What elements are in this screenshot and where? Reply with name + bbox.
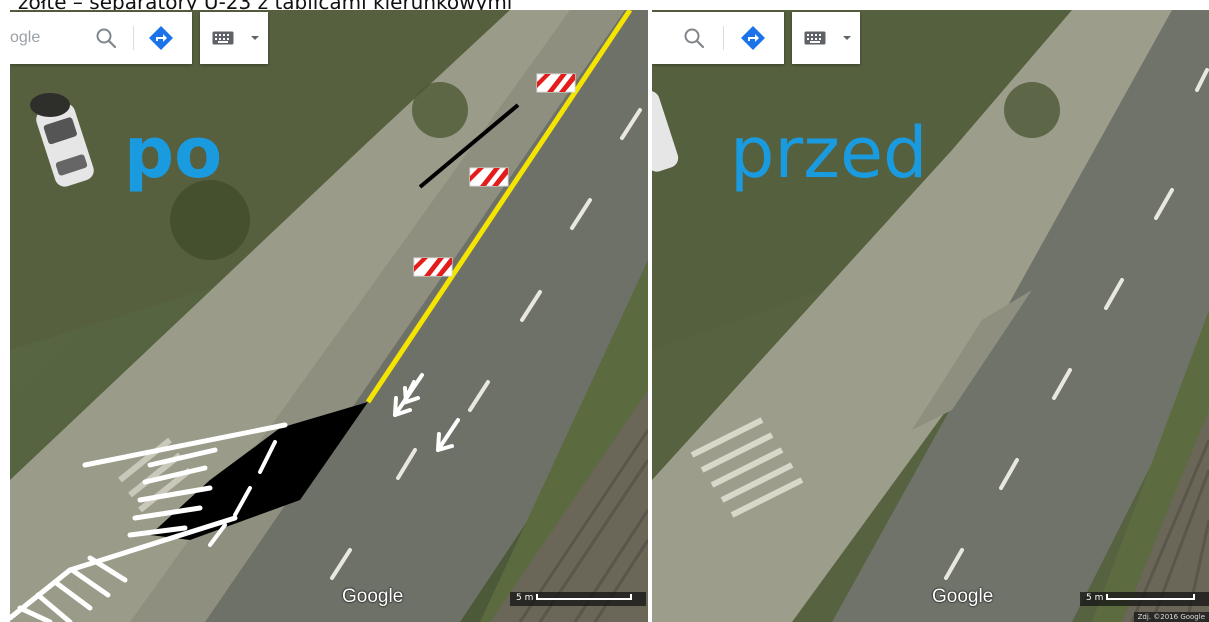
input-tools-dropdown[interactable] [836,12,858,64]
search-button[interactable] [86,12,126,64]
image-caption: żółte – separatory U-23 z tablicami kier… [18,0,513,12]
direction-arrows [393,373,460,452]
directions-button[interactable] [140,12,182,64]
black-line [418,103,520,189]
map-panel-before[interactable]: przed Google 5 m Zdj. ©2016 Google [652,10,1209,622]
separator-sign [413,257,453,277]
dropdown-arrow-icon [251,36,259,40]
search-icon [684,28,705,49]
map-scale[interactable]: 5 m [510,592,646,606]
keyboard-button[interactable] [798,12,832,64]
input-tools-dropdown[interactable] [244,12,266,64]
map-attribution: Zdj. ©2016 Google [1133,612,1209,622]
overlay-label-after: po [124,112,223,194]
google-watermark: Google [342,586,404,607]
search-divider [133,26,134,50]
search-icon [96,28,117,49]
map-scale[interactable]: 5 m [1080,592,1209,606]
dropdown-arrow-icon [843,36,851,40]
overlay-label-before: przed [730,112,928,194]
scale-label: 5 m [516,593,534,603]
directions-icon [149,26,173,50]
keyboard-icon [804,31,826,45]
yellow-separator-line [365,10,633,404]
keyboard-icon [212,31,234,45]
satellite-map-before[interactable] [652,10,1209,622]
search-button[interactable] [674,12,714,64]
map-search-box[interactable]: ogle [10,12,192,64]
directions-button[interactable] [732,12,774,64]
painted-crosswalk [10,422,288,622]
google-watermark: Google [932,586,994,607]
search-input[interactable]: ogle [10,29,41,46]
map-panel-after[interactable]: ogle [10,10,648,622]
separator-sign [536,73,576,93]
scale-bar [536,594,632,600]
satellite-map-after[interactable] [10,10,648,622]
keyboard-button[interactable] [206,12,240,64]
keyboard-tools[interactable] [200,12,268,64]
directions-icon [741,26,765,50]
search-divider [723,26,724,50]
scale-label: 5 m [1086,593,1104,603]
scale-bar [1106,594,1195,600]
map-search-box[interactable] [652,12,784,64]
keyboard-tools[interactable] [792,12,860,64]
separator-sign [469,167,509,187]
